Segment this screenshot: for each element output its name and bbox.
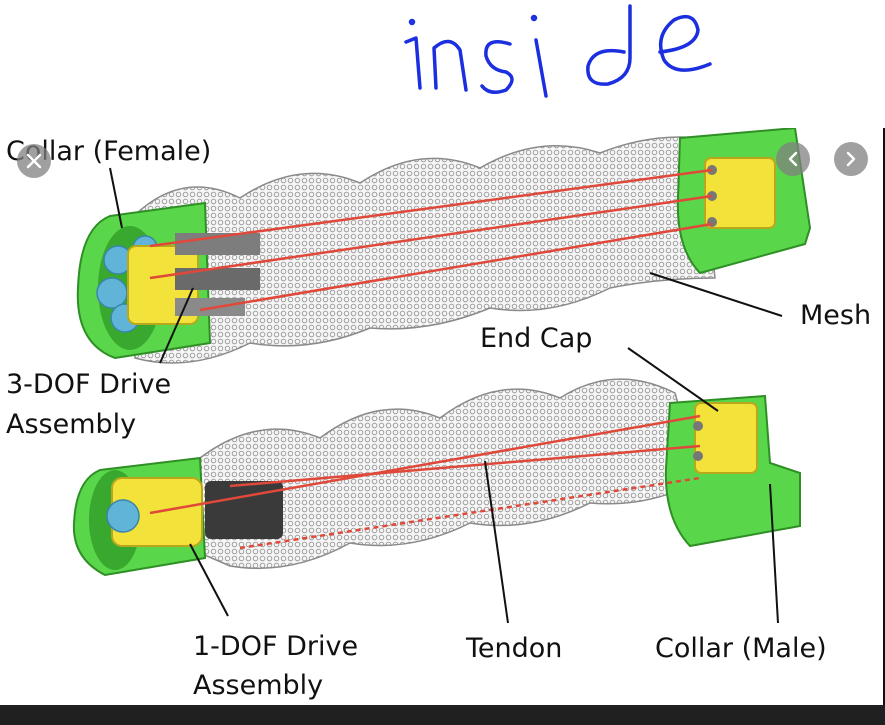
- handwritten-inside-annotation: [404, 4, 712, 98]
- label-collar-male: Collar (Male): [655, 633, 827, 664]
- previous-image-button[interactable]: [776, 142, 810, 176]
- label-3dof-line1: 3-DOF Drive: [6, 369, 172, 400]
- diagram-image: Collar (Female) Mesh End Cap 3-DOF Drive…: [0, 126, 883, 705]
- label-3dof-line2: Assembly: [6, 409, 137, 440]
- close-icon: [26, 153, 42, 169]
- label-tendon: Tendon: [466, 633, 563, 664]
- viewer-bottom-bar: [0, 705, 885, 725]
- one-dof-drive: [106, 477, 283, 547]
- upper-mesh-body: [129, 136, 716, 364]
- chevron-right-icon: [846, 151, 856, 167]
- three-dof-drive: [96, 233, 260, 333]
- upper-end-cap: [704, 157, 776, 229]
- robot-module-diagram: [72, 126, 812, 624]
- label-end-cap: End Cap: [480, 323, 593, 354]
- label-1dof-line2: Assembly: [193, 670, 324, 701]
- chevron-left-icon: [788, 151, 798, 167]
- lower-module: [72, 378, 801, 577]
- lower-end-cap: [694, 402, 758, 474]
- close-button[interactable]: [17, 144, 51, 178]
- lower-tendons: [149, 414, 701, 550]
- leader-lines: [109, 167, 783, 624]
- label-mesh: Mesh: [800, 300, 872, 331]
- upper-tendons: [149, 168, 713, 312]
- next-image-button[interactable]: [834, 142, 868, 176]
- lower-mesh-body: [199, 378, 701, 570]
- top-white-area: [0, 0, 885, 128]
- label-1dof-line1: 1-DOF Drive: [193, 631, 359, 662]
